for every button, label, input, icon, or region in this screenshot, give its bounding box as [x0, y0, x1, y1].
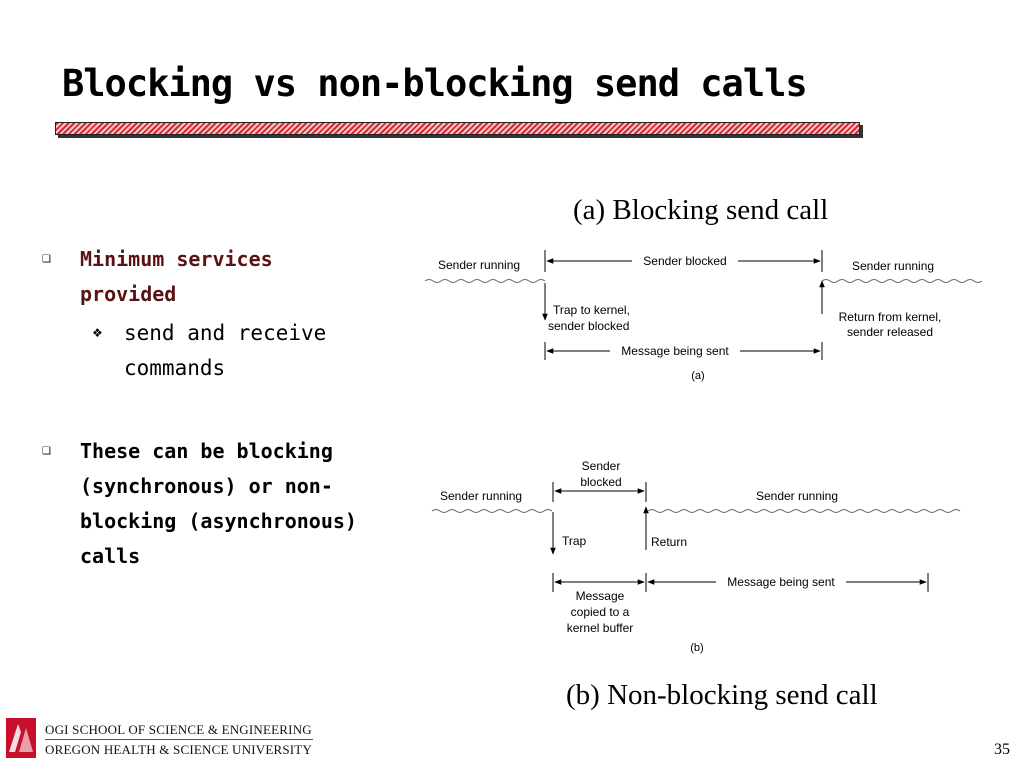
bullet-minimum-services: ❑ Minimum services provided: [42, 242, 380, 312]
square-bullet-icon: ❑: [42, 254, 51, 265]
bullet-text: These can be blocking (synchronous) or n…: [80, 439, 357, 568]
label-bg: [632, 252, 738, 268]
footer-divider: [45, 739, 313, 740]
return-label-a-line1: Return from kernel,: [839, 310, 942, 324]
sender-blocked-a: Sender blocked: [643, 254, 726, 268]
wavy-line-right-b: [647, 509, 961, 513]
square-bullet-icon: ❑: [42, 446, 51, 457]
bullet-blocking-types: ❑ These can be blocking (synchronous) or…: [42, 434, 410, 574]
wavy-line-right-a: [821, 279, 983, 283]
wavy-line-left-b: [431, 509, 553, 513]
ogi-logo-icon: [6, 718, 36, 758]
trap-label-a-line1: Trap to kernel,: [553, 303, 630, 317]
return-label-b: Return: [651, 535, 687, 549]
trap-label-a-line2: sender blocked: [548, 319, 629, 333]
bullet-text: Minimum services provided: [80, 247, 273, 306]
caption-blocking: (a) Blocking send call: [573, 194, 829, 226]
caption-non-blocking: (b) Non-blocking send call: [566, 679, 878, 711]
sender-running-left-b: Sender running: [440, 489, 522, 503]
sender-running-left-a: Sender running: [438, 258, 520, 272]
slide-title: Blocking vs non-blocking send calls: [62, 62, 808, 105]
diagram-a: Sender running Sender blocked Sender run…: [424, 250, 983, 382]
sender-blocked-b-line1: Sender: [582, 459, 621, 473]
page-number: 35: [994, 741, 1010, 758]
sub-bullet-send-receive: ❖ send and receive commands: [92, 316, 394, 386]
tag-a: (a): [691, 370, 704, 382]
message-label-a: Message being sent: [621, 344, 729, 358]
footer-school: OGI SCHOOL OF SCIENCE & ENGINEERING: [45, 722, 312, 737]
copy-label-b-line3: kernel buffer: [567, 621, 634, 635]
copy-label-b-line2: copied to a: [571, 605, 630, 619]
sub-bullet-text: send and receive commands: [124, 321, 327, 380]
tag-b: (b): [690, 642, 703, 654]
trap-label-b: Trap: [562, 534, 587, 548]
footer-university: OREGON HEALTH & SCIENCE UNIVERSITY: [45, 742, 313, 757]
sender-running-right-b: Sender running: [756, 489, 838, 503]
title-underline-bar: [55, 122, 860, 135]
diagram-b: Sender blocked Sender running Sender run…: [431, 459, 961, 654]
label-bg: [610, 343, 740, 359]
return-label-a-line2: sender released: [847, 325, 933, 339]
sender-running-right-a: Sender running: [852, 259, 934, 273]
label-bg: [716, 574, 846, 590]
copy-label-b-line1: Message: [576, 589, 625, 603]
message-label-b: Message being sent: [727, 575, 835, 589]
wavy-line-left-a: [424, 279, 546, 283]
diamond-bullet-icon: ❖: [92, 326, 103, 340]
sender-blocked-b-line2: blocked: [580, 475, 621, 489]
